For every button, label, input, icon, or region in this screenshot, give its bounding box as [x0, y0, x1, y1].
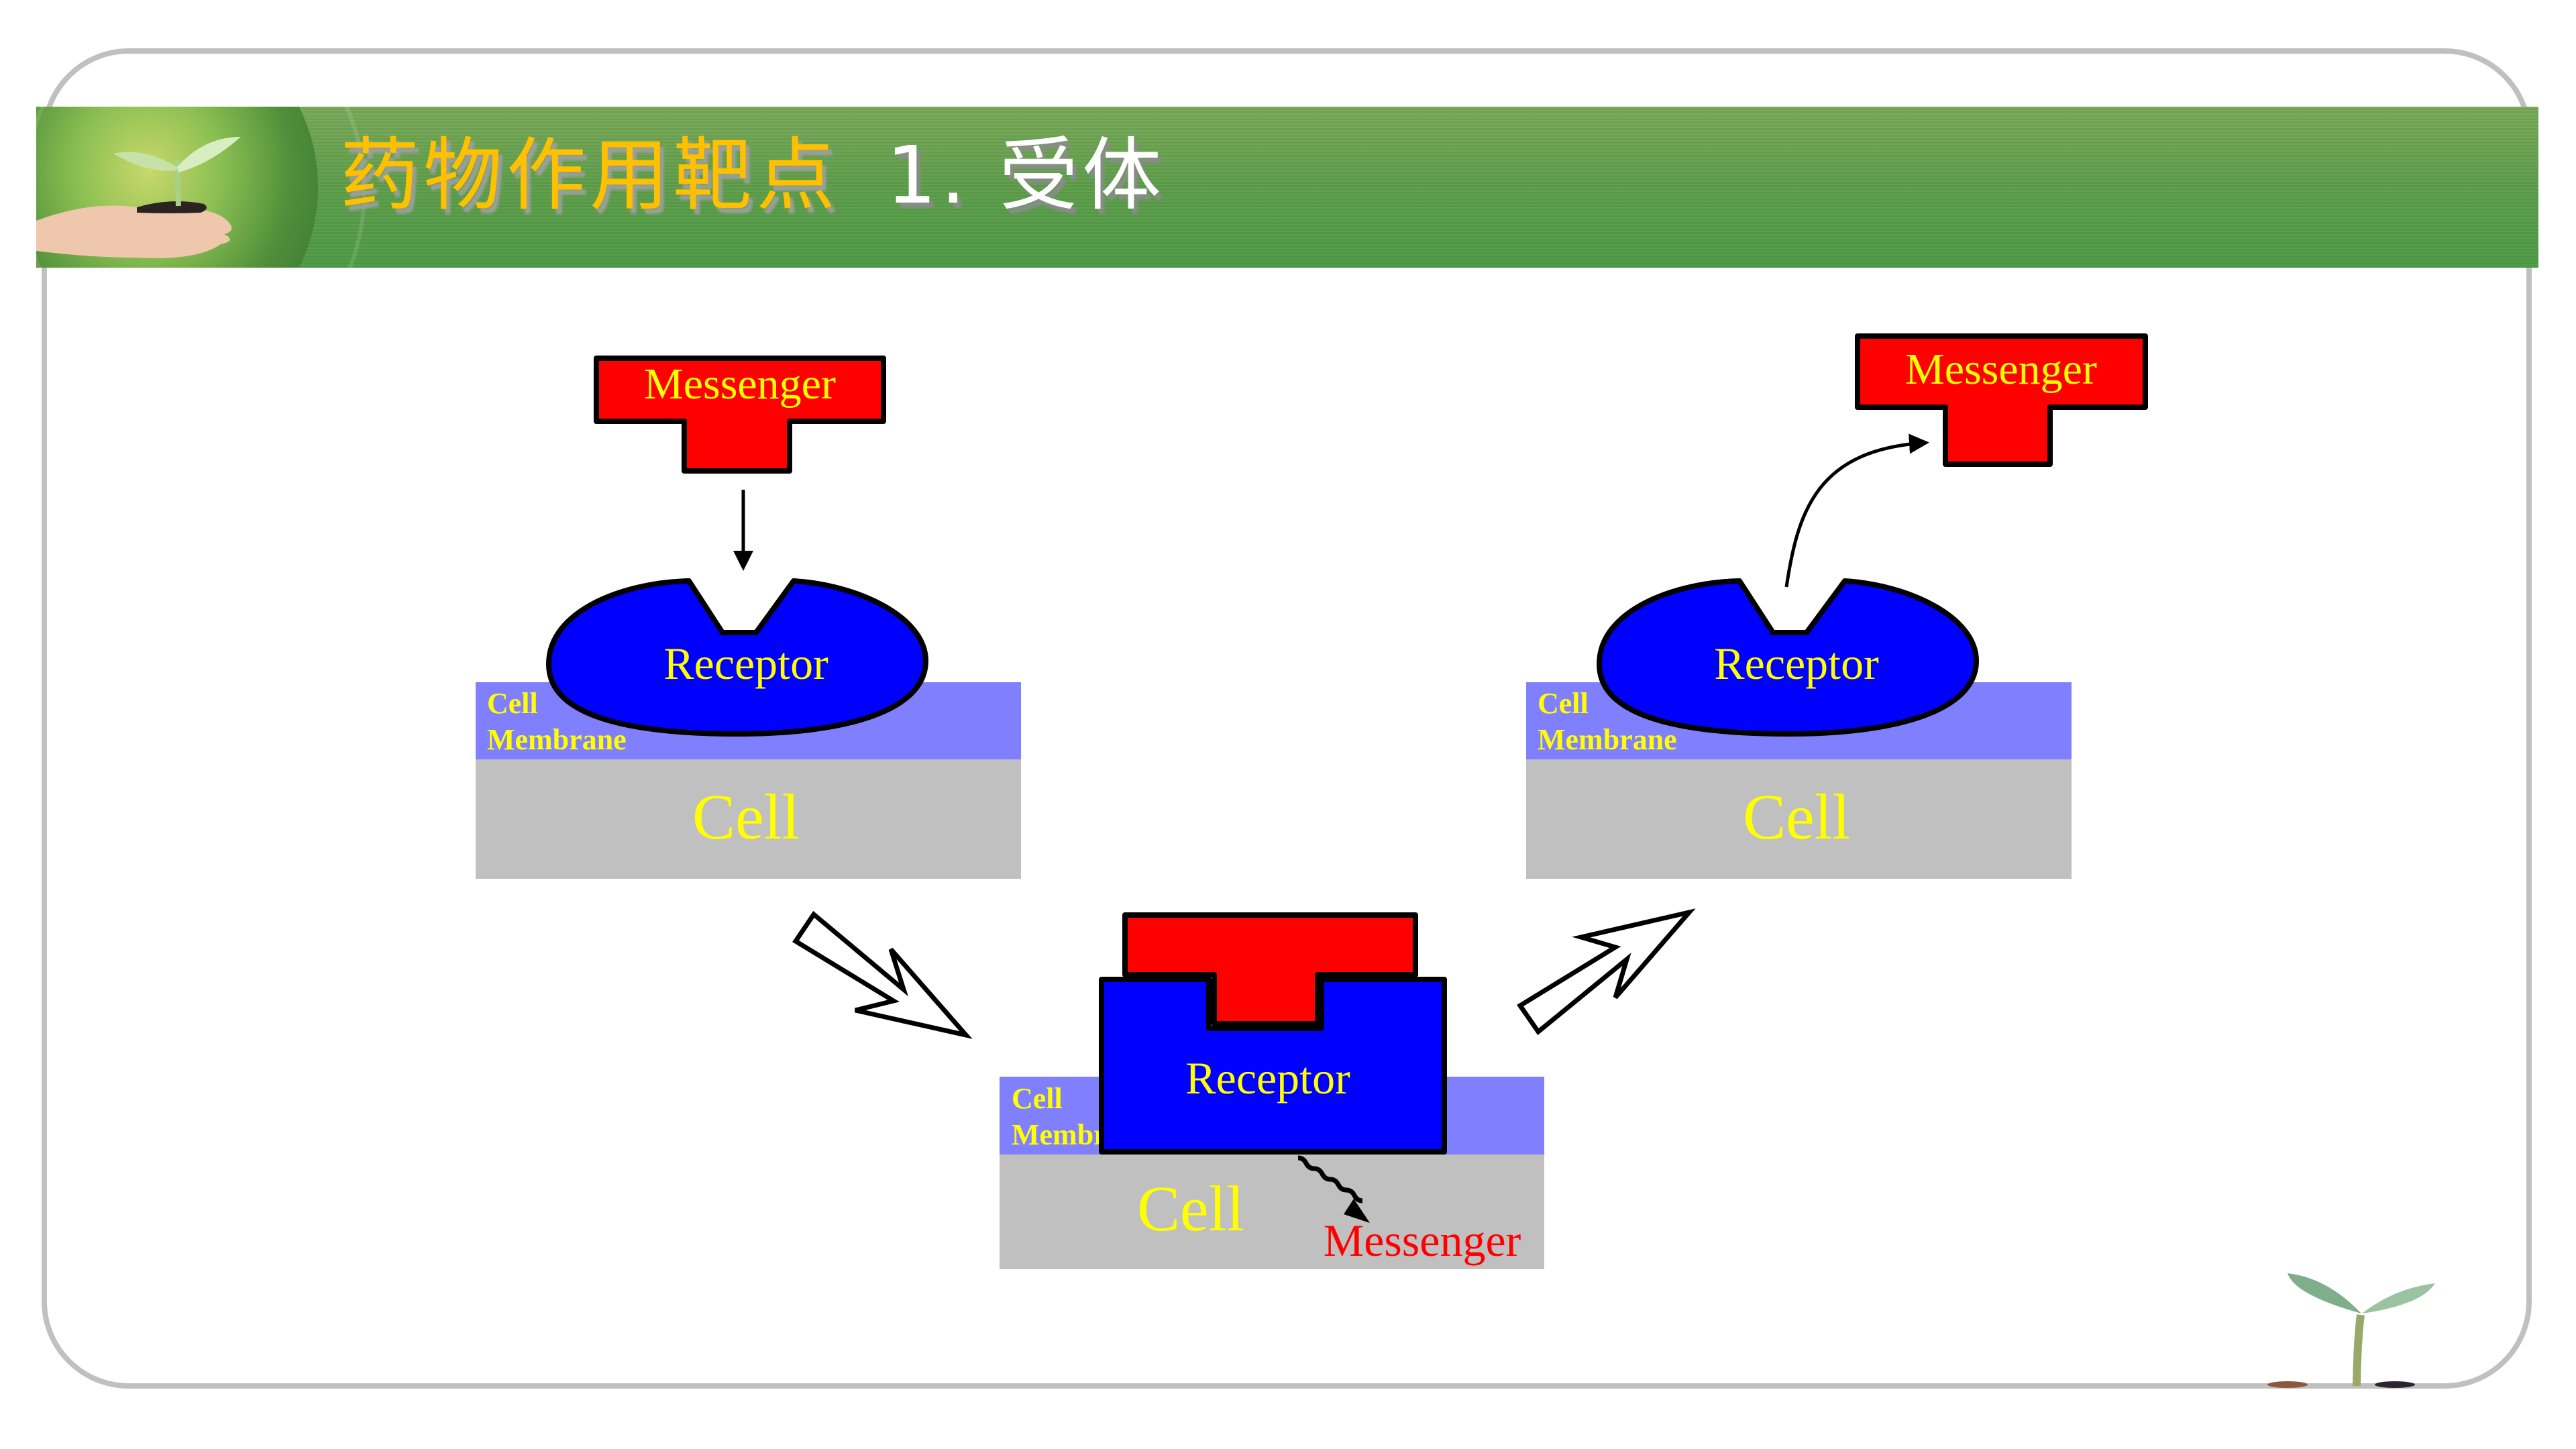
- membrane-label-line2: Membrane: [1538, 723, 1677, 756]
- messenger-bound-shape: [1122, 912, 1418, 1026]
- receptor-shape: [1597, 578, 1979, 737]
- membrane-label-line1: Cell: [487, 687, 538, 720]
- second-messenger-label: Messenger: [1324, 1215, 1521, 1266]
- title-main: 药物作用靶点: [340, 129, 840, 221]
- cell-label: Cell: [692, 781, 800, 853]
- receptor-bound-shape: [1099, 977, 1447, 1155]
- slide-frame: [42, 48, 2532, 1389]
- header-banner: [36, 107, 2538, 268]
- slide-title: 药物作用靶点 1. 受体: [340, 125, 1165, 225]
- seedling-sprout-icon: [2267, 1273, 2435, 1388]
- header-photo-ring: [36, 107, 366, 268]
- membrane-label-line1: Cell: [1012, 1082, 1063, 1115]
- cell-label: Cell: [1137, 1173, 1244, 1244]
- messenger-shape: [594, 356, 886, 474]
- cell-body: [1000, 1155, 1544, 1269]
- signal-wavy-arrow: [1297, 1155, 1363, 1203]
- signal-arrowhead-icon: [1344, 1199, 1370, 1223]
- step-arrow-left: [792, 910, 973, 1039]
- right-panel: Cell Membrane Cell Receptor Messenger: [1526, 333, 2148, 879]
- cell-label: Cell: [1743, 781, 1850, 853]
- messenger-shape: [1855, 333, 2148, 467]
- receptor-label: Receptor: [1714, 638, 1879, 689]
- release-curved-arrow: [1784, 433, 1929, 588]
- hand-seedling-icon: [36, 137, 241, 258]
- membrane-label-line2: Membrane: [487, 723, 627, 756]
- receptor-label: Receptor: [663, 638, 828, 689]
- messenger-label: Messenger: [644, 360, 836, 409]
- receptor-label: Receptor: [1185, 1053, 1350, 1104]
- cell-body: [1526, 759, 2072, 879]
- membrane-label-line1: Cell: [1538, 687, 1589, 720]
- step-arrow-right: [1517, 908, 1696, 1036]
- receptor-shape: [546, 578, 928, 737]
- title-sub: 1. 受体: [886, 129, 1166, 221]
- middle-panel: Cell Membrane Cell Receptor Messenger: [1000, 912, 1544, 1269]
- cell-body: [476, 759, 1021, 879]
- messenger-label: Messenger: [1905, 345, 2097, 394]
- left-panel: Cell Membrane Cell Receptor Messenger: [476, 356, 1021, 879]
- seedling-in-hands-icon: [36, 107, 366, 268]
